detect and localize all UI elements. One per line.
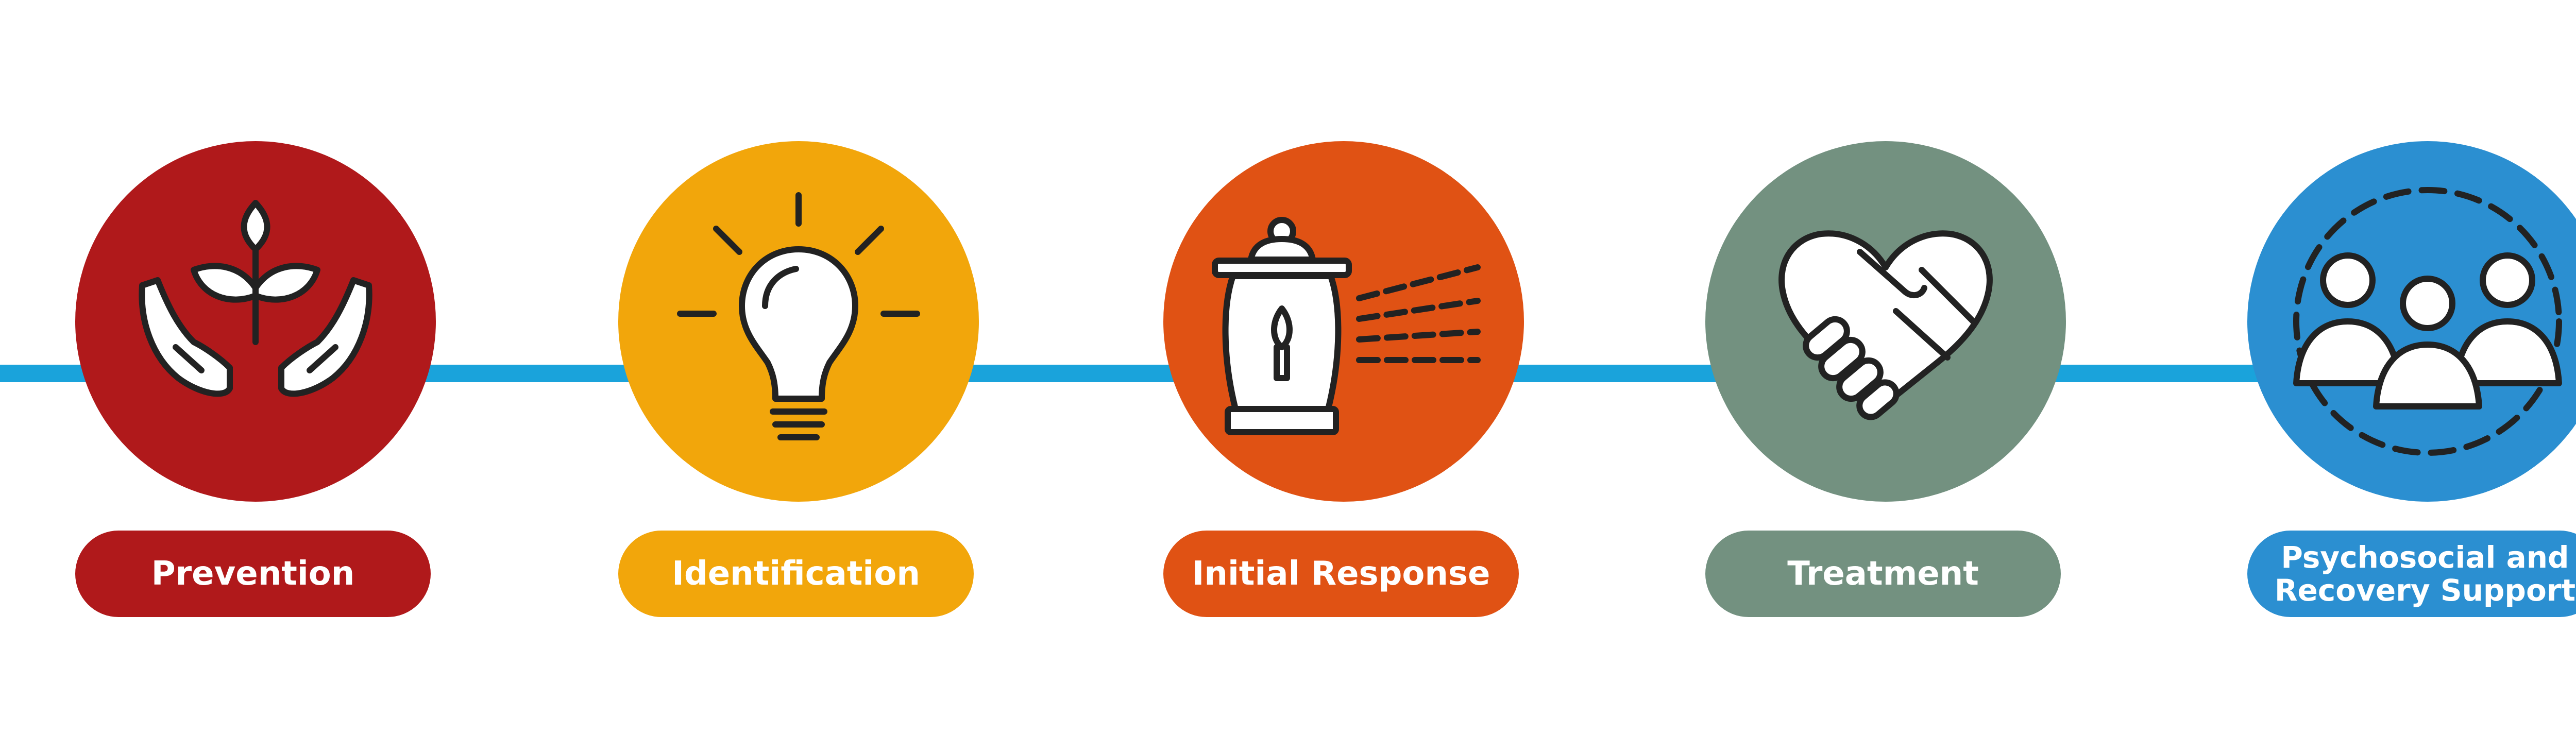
stage-treatment: Treatment (1705, 0, 2066, 751)
identification-label: Identification (672, 555, 920, 593)
treatment-label: Treatment (1787, 555, 1979, 593)
identification-label-pill: Identification (618, 531, 974, 617)
stage-support: Psychosocial and Recovery Support (2247, 0, 2576, 751)
support-label-pill: Psychosocial and Recovery Support (2247, 531, 2576, 617)
prevention-label-pill: Prevention (75, 531, 431, 617)
stage-initial-response: Initial Response (1163, 0, 1524, 751)
stage-prevention: Prevention (75, 0, 436, 751)
initial-response-label-pill: Initial Response (1163, 531, 1519, 617)
support-label-line-1: Psychosocial and (2281, 540, 2569, 575)
people-group-icon (2293, 187, 2562, 456)
lantern-icon (1212, 217, 1481, 435)
heart-handshake-icon (1778, 230, 1993, 420)
prevention-label: Prevention (151, 555, 355, 593)
treatment-label-pill: Treatment (1705, 531, 2061, 617)
hands-sprout-icon (139, 200, 372, 397)
lightbulb-icon (677, 192, 920, 440)
initial-response-label: Initial Response (1192, 555, 1490, 593)
support-label-line-2: Recovery Support (2274, 573, 2576, 608)
stage-identification: Identification (618, 0, 979, 751)
